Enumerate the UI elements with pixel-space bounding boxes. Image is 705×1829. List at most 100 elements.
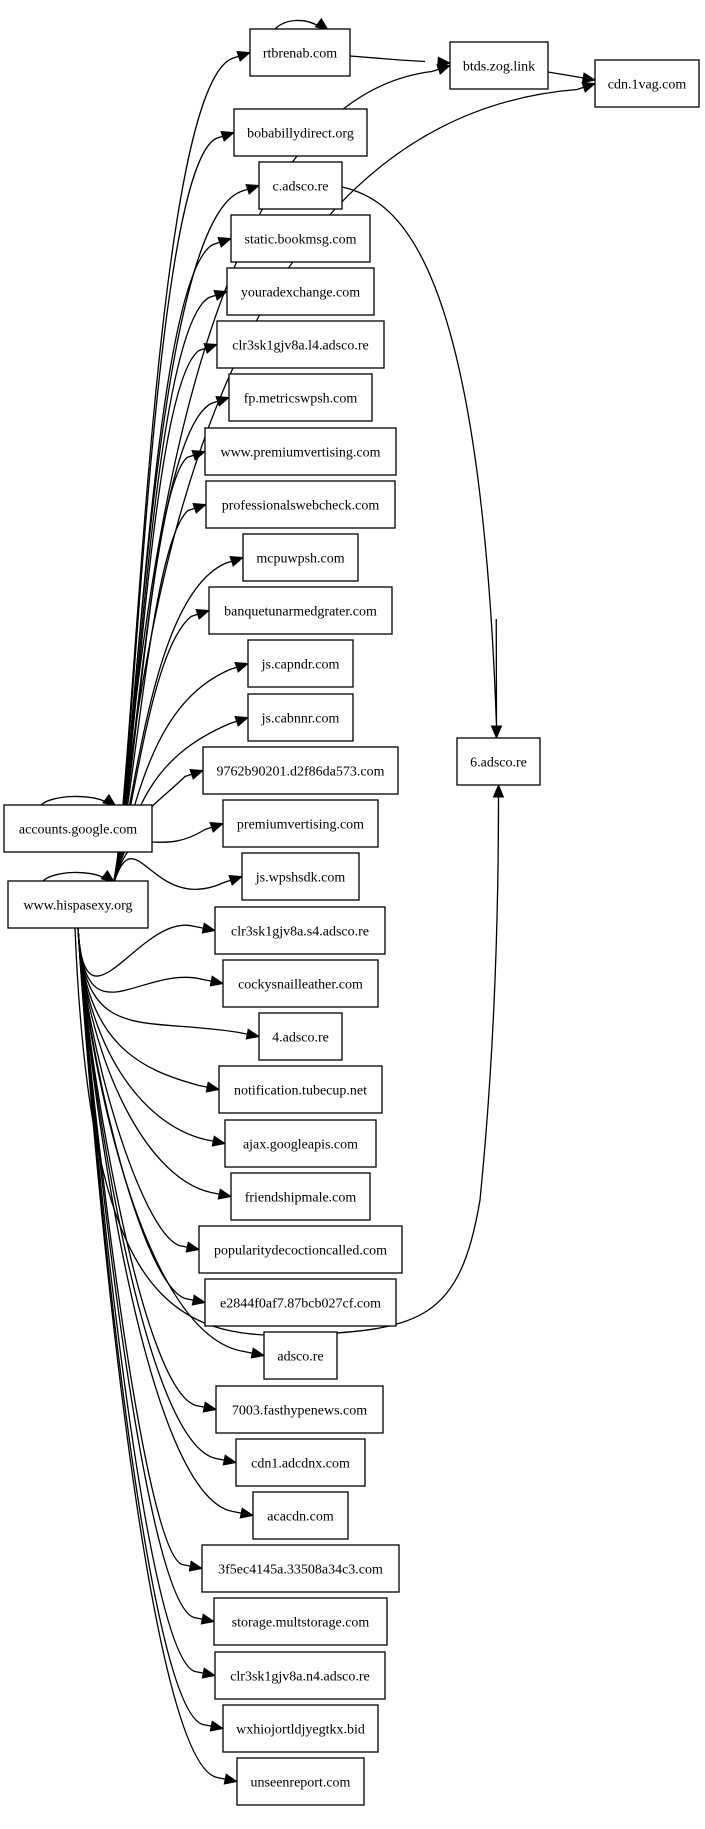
edge-line xyxy=(77,927,214,993)
node-profweb: professionalswebcheck.com xyxy=(205,480,396,529)
node-label: js.wpshsdk.com xyxy=(255,871,346,886)
edge-arrowhead xyxy=(202,1401,218,1413)
edge-arrowhead xyxy=(100,869,116,883)
edge-rtbrenab-to-btds xyxy=(349,55,452,68)
node-wxhio: wxhiojortldjyegtkx.bid xyxy=(222,1704,379,1753)
node-box xyxy=(214,906,386,955)
edge-arrowhead xyxy=(217,236,233,248)
node-clrn4: clr3sk1gjv8a.n4.adsco.re xyxy=(214,1651,386,1700)
node-label: 7003.fasthypenews.com xyxy=(232,1404,367,1419)
node-rtbrenab: rtbrenab.com xyxy=(249,28,351,77)
edge-hispasexy-to-hispasexy xyxy=(42,869,116,883)
edge-line xyxy=(111,665,240,890)
edge-arrowhead xyxy=(223,1773,239,1785)
node-acacdn: acacdn.com xyxy=(252,1491,349,1540)
edge-arrowhead xyxy=(185,1241,201,1253)
edge-line xyxy=(40,795,108,806)
node-box xyxy=(252,1491,349,1540)
edge-hispasexy-to-tubecup xyxy=(77,927,221,1093)
node-box xyxy=(208,586,393,635)
node-box xyxy=(204,427,397,476)
node-capndr: js.capndr.com xyxy=(247,639,354,688)
node-box xyxy=(228,373,373,422)
edge-hispasexy-to-sixadsco xyxy=(74,783,505,1337)
edge-arrowhead xyxy=(209,975,225,987)
node-adsco: adsco.re xyxy=(263,1331,338,1380)
node-clrs4: clr3sk1gjv8a.s4.adsco.re xyxy=(214,906,386,955)
node-label: adsco.re xyxy=(277,1350,323,1365)
edge-arrowhead xyxy=(188,1560,204,1572)
node-box xyxy=(247,639,354,688)
node-box xyxy=(242,533,359,582)
edge-hispasexy-to-fouradsco xyxy=(77,927,261,1040)
node-box xyxy=(230,1172,371,1221)
node-box xyxy=(204,1278,397,1327)
node-box xyxy=(258,161,343,210)
nodes-layer: rtbrenab.combtds.zog.linkcdn.1vag.combob… xyxy=(3,28,700,1806)
node-adcdnx: cdn1.adcdnx.com xyxy=(235,1438,366,1487)
node-box xyxy=(594,59,700,108)
edge-line xyxy=(77,927,193,1568)
edge-line xyxy=(547,71,584,79)
edge-arrowhead xyxy=(222,1454,238,1466)
node-box xyxy=(233,108,368,157)
edge-arrowhead xyxy=(192,502,208,514)
node-label: fp.metricswpsh.com xyxy=(244,392,358,407)
node-box xyxy=(213,1597,388,1646)
node-box xyxy=(205,480,396,529)
node-sixadsco: 6.adsco.re xyxy=(456,737,541,786)
edge-arrowhead xyxy=(228,874,244,886)
edge-arrowhead xyxy=(490,725,503,740)
edge-arrowhead xyxy=(189,768,205,780)
node-hispasexy: www.hispasexy.org xyxy=(7,880,149,929)
edge-arrowhead xyxy=(191,1294,207,1306)
node-label: c.adsco.re xyxy=(273,180,329,195)
edge-line xyxy=(77,927,250,1036)
edge-arrowhead xyxy=(209,821,225,833)
edge-arrowhead xyxy=(195,608,211,620)
node-label: ajax.googleapis.com xyxy=(243,1138,358,1153)
edge-accounts-to-accounts xyxy=(40,793,117,807)
node-cockysnail: cockysnailleather.com xyxy=(222,959,379,1008)
edge-line xyxy=(77,927,214,1728)
edge-btds-to-cdn1vag xyxy=(547,71,597,84)
edge-rtbrenab-to-rtbrenab xyxy=(274,17,330,31)
node-wwwpremium: www.premiumvertising.com xyxy=(204,427,397,476)
edge-arrowhead xyxy=(209,1720,225,1732)
node-box xyxy=(449,41,549,90)
edge-hispasexy-to-cockysnail xyxy=(77,927,225,993)
node-label: mcpuwpsh.com xyxy=(256,552,344,567)
edge-arrowhead xyxy=(581,72,597,84)
node-label: js.cabnnr.com xyxy=(261,712,340,727)
node-label: bobabillydirect.org xyxy=(247,127,354,142)
node-box xyxy=(247,693,354,742)
edge-arrowhead xyxy=(203,342,219,354)
edge-line xyxy=(42,871,107,882)
edge-arrowhead xyxy=(191,449,207,461)
node-storage: storage.multstorage.com xyxy=(213,1597,388,1646)
edge-line xyxy=(77,927,228,1781)
edge-arrowhead xyxy=(314,17,330,31)
edge-arrowhead xyxy=(234,715,250,727)
node-label: 3f5ec4145a.33508a34c3.com xyxy=(218,1563,383,1578)
edge-arrowhead xyxy=(217,1188,233,1200)
node-bobabilly: bobabillydirect.org xyxy=(233,108,368,157)
node-box xyxy=(236,1757,365,1806)
node-label: storage.multstorage.com xyxy=(232,1616,370,1631)
node-fpmetrics: fp.metricswpsh.com xyxy=(228,373,373,422)
edge-arrowhead xyxy=(201,922,217,934)
node-box xyxy=(7,880,149,929)
edge-hispasexy-to-clrs4 xyxy=(77,922,217,977)
node-box xyxy=(202,746,399,795)
node-label: unseenreport.com xyxy=(251,1776,351,1791)
node-label: friendshipmale.com xyxy=(245,1191,357,1206)
edge-cadsco-to-sixadsco xyxy=(341,186,503,740)
edge-arrowhead xyxy=(436,63,452,75)
node-box xyxy=(241,852,360,901)
node-label: banquetunarmedgrater.com xyxy=(224,605,377,620)
node-label: e2844f0af7.87bcb027cf.com xyxy=(220,1297,381,1312)
node-hashe284: e2844f0af7.87bcb027cf.com xyxy=(204,1278,397,1327)
node-label: www.premiumvertising.com xyxy=(220,446,380,461)
edge-line xyxy=(341,186,498,727)
node-box xyxy=(456,737,541,786)
